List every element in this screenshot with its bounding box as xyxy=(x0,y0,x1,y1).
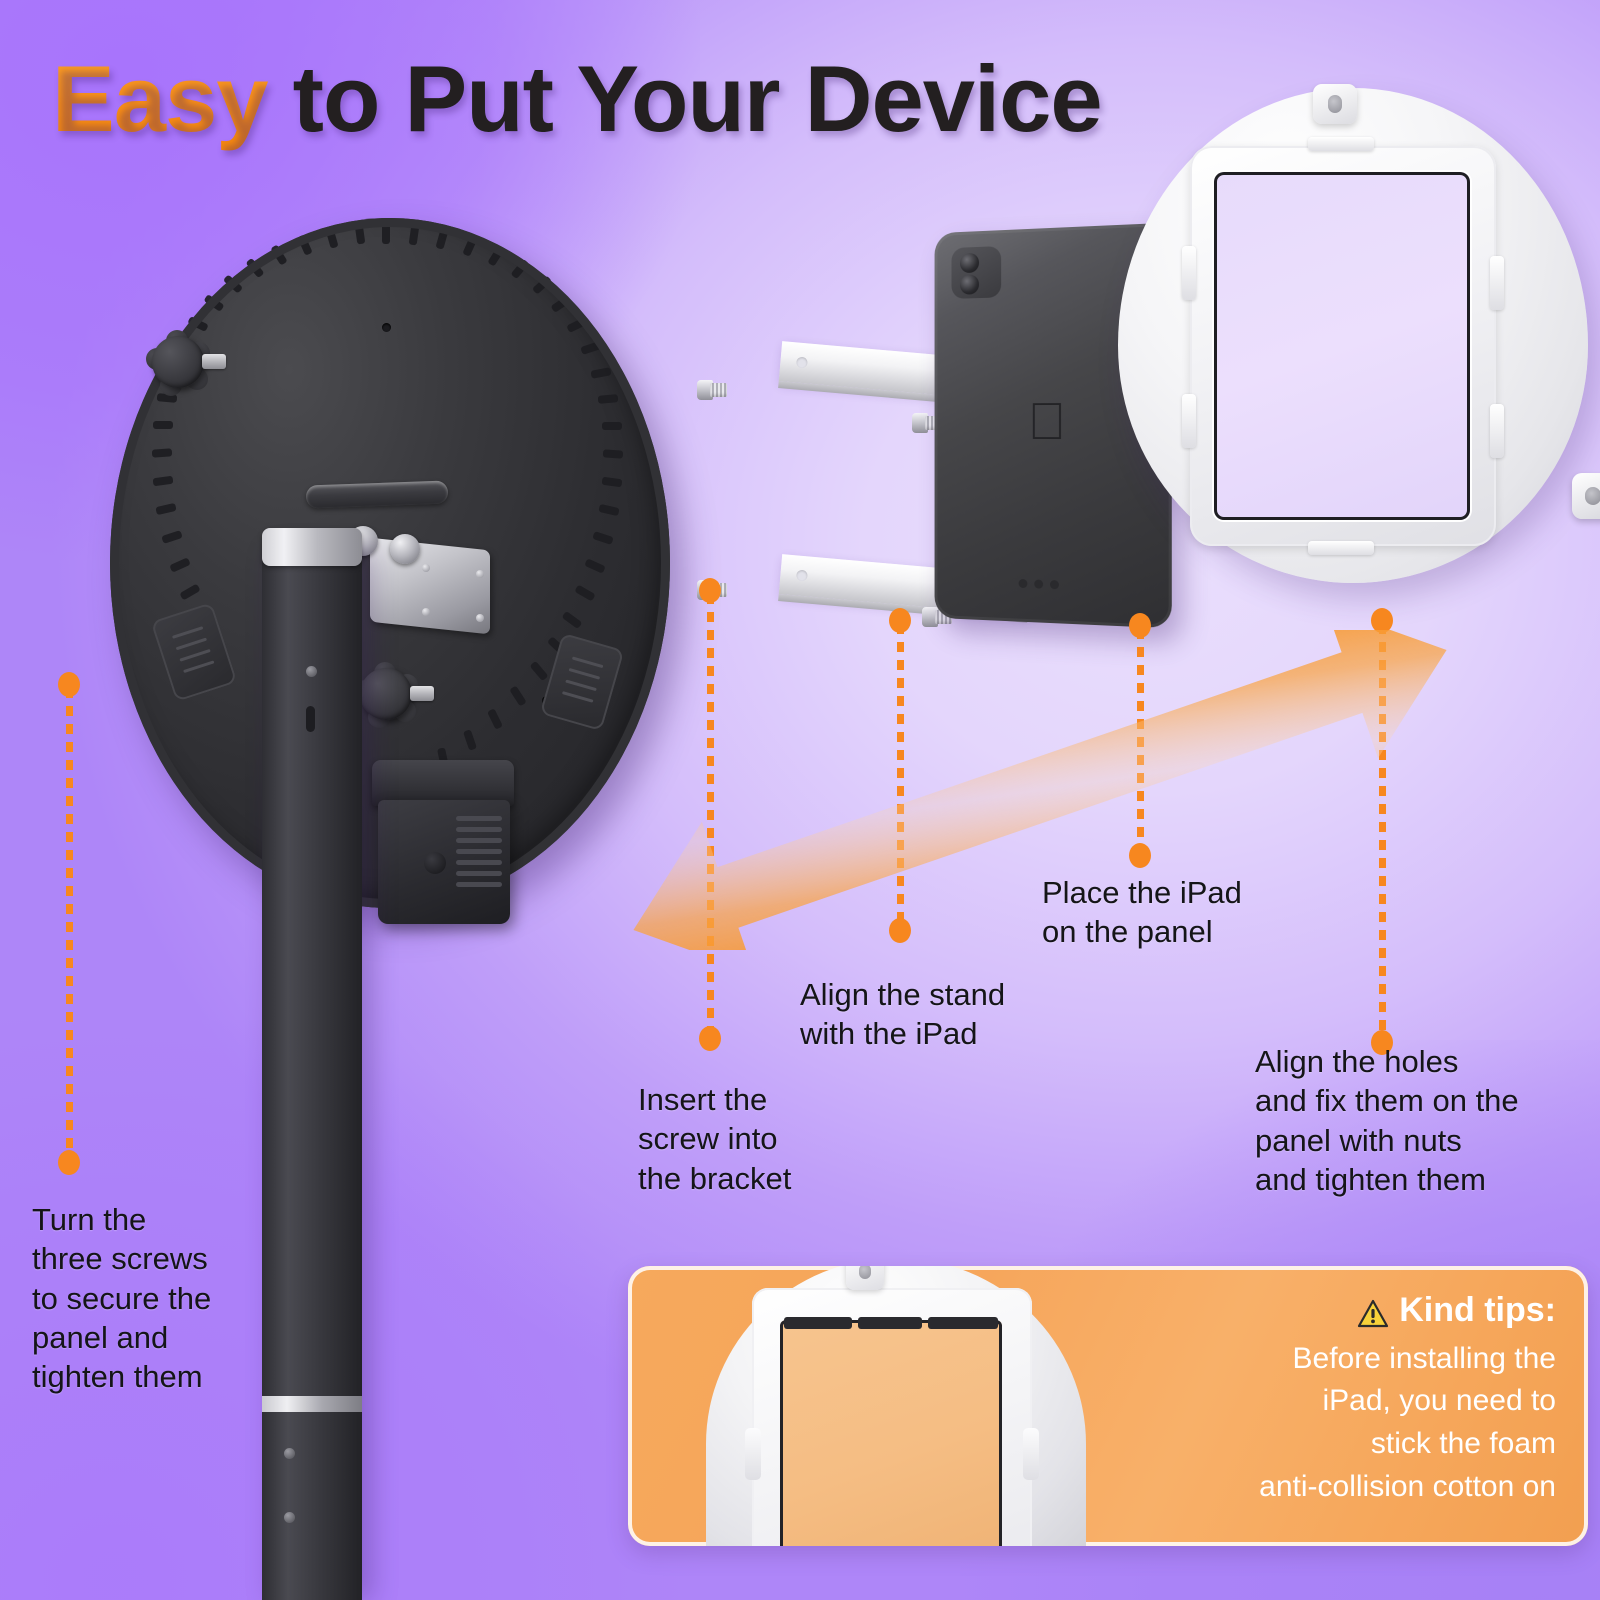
kind-tips-text: Kind tips: Before installing the iPad, y… xyxy=(1036,1288,1556,1508)
foam-strip-center xyxy=(858,1317,922,1329)
mount-port xyxy=(424,852,446,874)
title-rest: to Put Your Device xyxy=(267,46,1103,151)
pole-joint-ring xyxy=(262,1396,362,1412)
double-headed-arrow-icon xyxy=(600,606,1480,974)
ipad-connector-dots-icon xyxy=(1018,578,1066,590)
foam-strip-left xyxy=(784,1317,852,1329)
kind-tips-heading-label: Kind tips: xyxy=(1399,1291,1556,1329)
caption-insert-screw: Insert the screw into the bracket xyxy=(638,1082,792,1196)
leader-line-align-holes xyxy=(1371,608,1393,1055)
page-title: Easy to Put Your Device xyxy=(52,52,1103,146)
white-panel-window xyxy=(1214,172,1470,520)
panel-hole-top xyxy=(382,323,391,332)
tips-panel-photo xyxy=(706,1266,1086,1546)
tips-panel-screen xyxy=(780,1317,1002,1546)
ipad-camera-module-icon xyxy=(951,246,1002,299)
tips-panel-tab xyxy=(846,1266,884,1290)
stand-pole xyxy=(262,528,362,1600)
title-accent-word: Easy xyxy=(52,46,269,151)
tips-panel-frame xyxy=(745,1288,1039,1546)
mount-fins-icon xyxy=(456,816,504,896)
caption-align-holes: Align the holes and fix them on the pane… xyxy=(1255,1044,1519,1198)
leader-line-turn-screws xyxy=(58,672,80,1175)
kind-tips-box: Kind tips: Before installing the iPad, y… xyxy=(628,1266,1588,1546)
leader-line-insert-screw xyxy=(699,578,721,1051)
apple-logo-icon:  xyxy=(1025,393,1068,451)
kind-tips-body: Before installing the iPad, you need to … xyxy=(1259,1341,1556,1503)
stand-mount-block xyxy=(372,760,514,940)
pole-cap xyxy=(262,528,362,566)
foam-strip-right xyxy=(928,1317,998,1329)
screw-upper-left xyxy=(697,380,727,400)
panel-knob-center xyxy=(354,662,434,730)
leader-line-align-stand xyxy=(889,608,911,943)
warning-triangle-icon xyxy=(1357,1296,1389,1328)
panel-knob-upper-left xyxy=(146,330,226,398)
kind-tips-heading: Kind tips: xyxy=(1036,1288,1556,1334)
white-mount-panel xyxy=(1118,84,1600,588)
caption-align-stand: Align the stand with the iPad xyxy=(800,977,1006,1052)
caption-place-ipad: Place the iPad on the panel xyxy=(1042,875,1242,950)
white-panel-frame xyxy=(1182,137,1504,555)
caption-turn-screws: Turn the three screws to secure the pane… xyxy=(32,1202,212,1395)
white-panel-side-knob xyxy=(1572,473,1600,519)
white-panel-top-tab xyxy=(1313,84,1357,124)
